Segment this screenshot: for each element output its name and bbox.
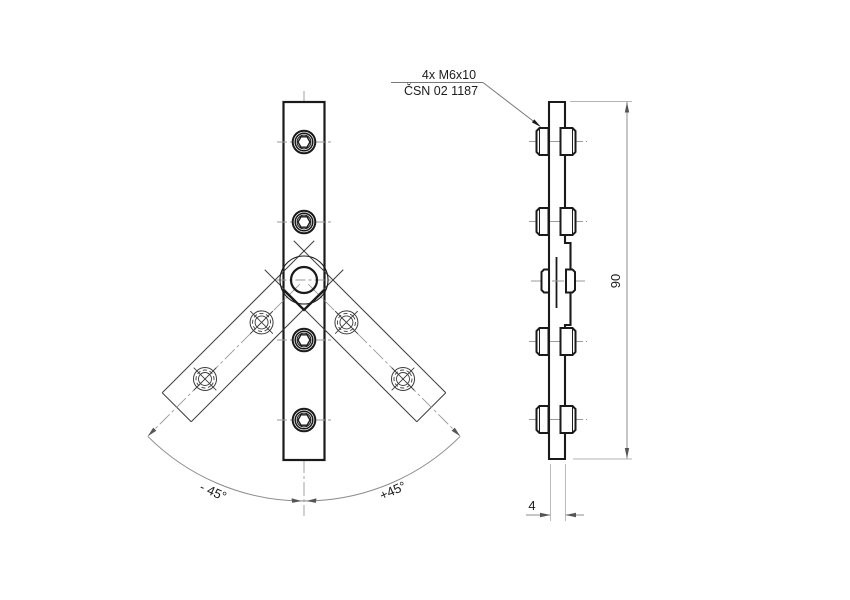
note-leader-line bbox=[482, 82, 540, 126]
front-bar-v-notch bbox=[283, 289, 325, 312]
dim-4-arrow-left bbox=[540, 512, 551, 518]
side-pivot-bolt bbox=[531, 268, 585, 294]
arm-left-centerline bbox=[148, 283, 301, 436]
pivot-joint bbox=[276, 255, 332, 305]
dim-4-text: 4 bbox=[528, 498, 535, 513]
dim-90-arrow-bottom bbox=[624, 448, 630, 459]
arm-left-angle-arrowhead bbox=[147, 427, 157, 437]
arm-right-centerline bbox=[307, 283, 460, 436]
side-bolts bbox=[528, 127, 588, 434]
dim-90-arrow-top bbox=[624, 102, 630, 113]
front-bolts bbox=[277, 129, 331, 433]
dimension-height-90: 90 bbox=[570, 101, 632, 460]
front-bar-outline bbox=[282, 100, 326, 462]
angle-arc-arrow-left bbox=[291, 498, 302, 503]
angle-label-right: +45° bbox=[377, 478, 408, 503]
angle-arc bbox=[147, 435, 461, 502]
note-line2: ČSN 02 1187 bbox=[404, 83, 478, 98]
dimension-thickness-4: 4 bbox=[526, 464, 584, 521]
front-view: - 45° +45° bbox=[147, 91, 461, 516]
note-leader-arrowhead bbox=[531, 119, 541, 127]
dim-4-arrow-right bbox=[565, 512, 576, 518]
leader-note: 4x M6x10 ČSN 02 1187 bbox=[391, 68, 541, 127]
note-line1: 4x M6x10 bbox=[422, 68, 476, 82]
angle-label-left: - 45° bbox=[198, 479, 229, 504]
angle-arc-arrow-right bbox=[306, 498, 317, 503]
dim-90-text: 90 bbox=[608, 274, 623, 288]
side-view: 4x M6x10 ČSN 02 1187 90 4 bbox=[391, 68, 632, 521]
arm-right-angle-arrowhead bbox=[451, 427, 461, 437]
front-bolt-3 bbox=[291, 327, 317, 353]
front-bolt-4 bbox=[291, 407, 317, 433]
front-bolt-2 bbox=[291, 209, 317, 235]
front-bolt-1 bbox=[291, 129, 317, 155]
